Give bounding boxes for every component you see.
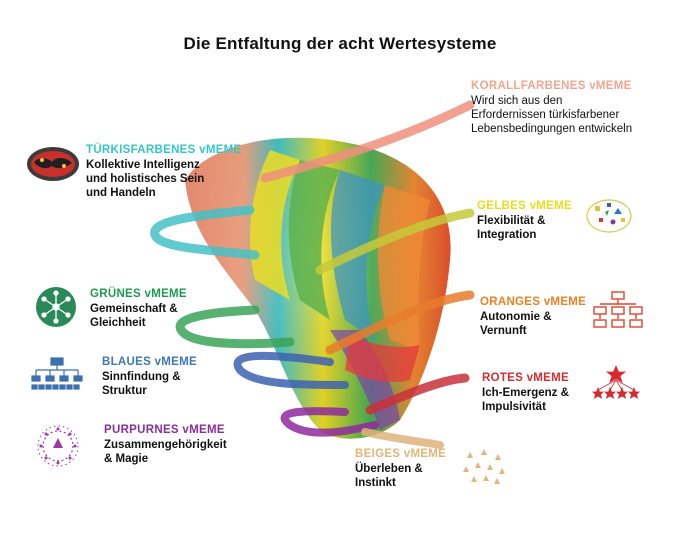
meme-purple-heading: PURPURNES vMEME	[104, 424, 225, 436]
swirl-arm-blue	[233, 351, 349, 389]
meme-coral: KORALLFARBENES vMEME Wird sich aus den E…	[471, 80, 632, 136]
meme-beige-heading: BEIGES vMEME	[355, 448, 447, 460]
meme-coral-line-2: Erfordernissen türkisfarbener	[471, 109, 620, 121]
meme-orange: ORANGES vMEME Autonomie & Vernunft	[480, 296, 586, 338]
meme-coral-heading: KORALLFARBENES vMEME	[471, 80, 632, 92]
scattered-triangles-icon	[463, 449, 505, 484]
meme-turquoise-heading: TÜRKISFARBENES vMEME	[86, 144, 242, 156]
meme-yellow: GELBES vMEME Flexibilität & Integration	[477, 200, 572, 242]
community-network-icon	[36, 287, 76, 327]
integration-shapes-icon	[586, 199, 632, 233]
swirl-arm-coral	[260, 100, 475, 183]
meme-beige-line-1: Überleben &	[355, 463, 423, 475]
meme-green: GRÜNES vMEME Gemeinschaft & Gleichheit	[90, 288, 187, 330]
meme-purple-line-2: & Magie	[104, 453, 149, 465]
meme-orange-heading: ORANGES vMEME	[480, 296, 587, 308]
swirl-arm-beige	[361, 428, 444, 449]
meme-blue-line-2: Struktur	[102, 385, 147, 397]
meme-red-heading: ROTES vMEME	[482, 372, 570, 384]
meme-turquoise: TÜRKISFARBENES vMEME Kollektive Intellig…	[86, 144, 242, 200]
meme-orange-line-1: Autonomie &	[480, 311, 552, 323]
swirl-arm-green	[175, 305, 295, 349]
meme-turquoise-line-1: Kollektive Intelligenz	[86, 159, 200, 171]
meme-blue-line-1: Sinnfindung &	[102, 371, 181, 383]
meme-coral-line-3: Lebensbedingungen entwickeln	[471, 123, 633, 135]
meme-turquoise-line-2: und holistisches Sein	[86, 173, 205, 185]
tribe-circle-icon	[37, 425, 79, 467]
meme-red: ROTES vMEME Ich-Emergenz & Impulsivität	[482, 372, 569, 414]
meme-blue: BLAUES vMEME Sinnfindung & Struktur	[102, 356, 197, 398]
org-chart-icon	[593, 291, 643, 328]
meme-beige: BEIGES vMEME Überleben & Instinkt	[355, 448, 446, 490]
meme-yellow-line-2: Integration	[477, 229, 537, 241]
meme-yellow-line-1: Flexibilität &	[477, 215, 546, 227]
swirl-arm-red	[365, 373, 470, 415]
swirl-arm-yellow	[315, 208, 475, 275]
meme-orange-line-2: Vernunft	[480, 325, 527, 337]
meme-blue-heading: BLAUES vMEME	[102, 356, 197, 368]
meme-red-line-2: Impulsivität	[482, 401, 546, 413]
meme-red-line-1: Ich-Emergenz &	[482, 387, 569, 399]
meme-green-line-1: Gemeinschaft &	[90, 303, 178, 315]
globe-network-icon	[27, 147, 79, 181]
meme-yellow-heading: GELBES vMEME	[477, 200, 572, 212]
meme-purple: PURPURNES vMEME Zusammengehörigkeit & Ma…	[104, 424, 227, 466]
meme-purple-line-1: Zusammengehörigkeit	[104, 439, 227, 451]
meme-green-line-2: Gleichheit	[90, 317, 146, 329]
meme-green-heading: GRÜNES vMEME	[90, 288, 187, 300]
swirl-arm-orange	[325, 290, 475, 355]
swirl-arm-turquoise	[150, 205, 260, 260]
meme-turquoise-line-3: und Handeln	[86, 187, 156, 199]
page-title: Die Entfaltung der acht Wertesysteme	[183, 34, 497, 53]
star-hierarchy-icon	[592, 364, 640, 399]
swirl-arm-purple	[280, 407, 379, 437]
meme-coral-line-1: Wird sich aus den	[471, 95, 563, 107]
hierarchy-icon	[31, 357, 83, 390]
meme-beige-line-2: Instinkt	[355, 477, 396, 489]
